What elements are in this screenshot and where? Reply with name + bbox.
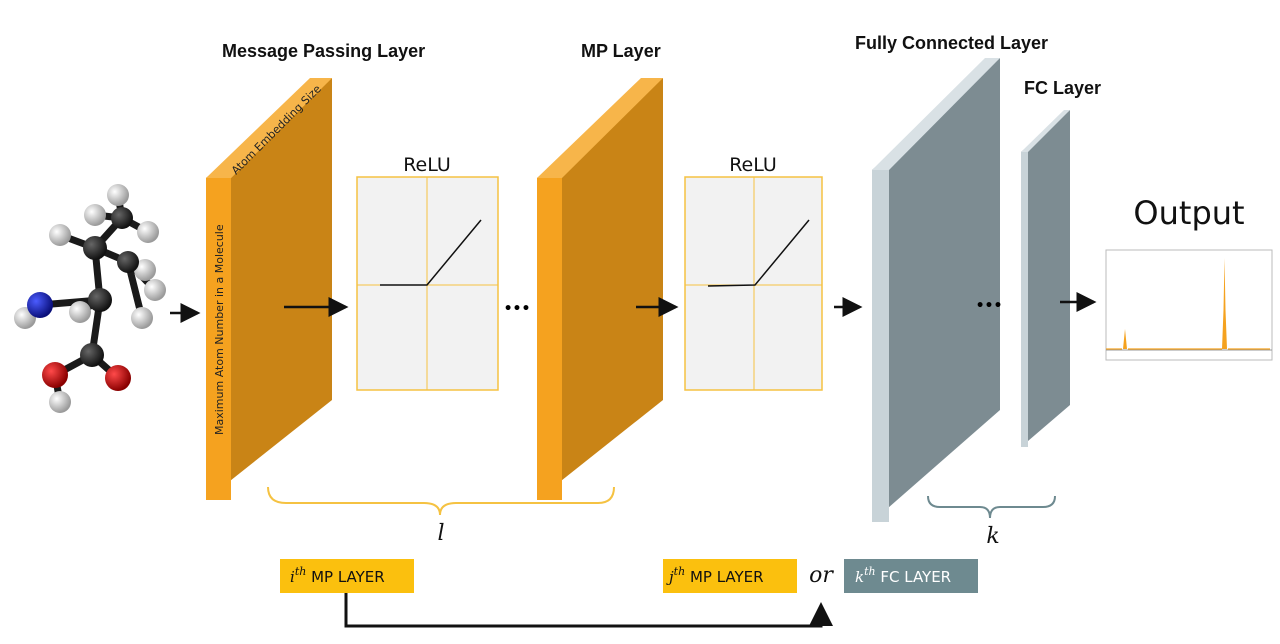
ith-mp-layer-box: ith MP LAYER: [280, 559, 414, 593]
fully-connected-layer-label: Fully Connected Layer: [855, 33, 1048, 53]
fc-layer-2-label: FC Layer: [1024, 78, 1101, 98]
relu-2-box: [684, 176, 823, 391]
or-label: or: [809, 563, 834, 588]
molecule-illustration: [14, 184, 166, 413]
svg-text:jth MP LAYER: jth MP LAYER: [666, 565, 764, 586]
mp-layer-1-block: [206, 78, 332, 500]
ellipsis-mp: •••: [504, 301, 531, 317]
message-passing-layer-label: Message Passing Layer: [222, 41, 425, 61]
brace-mp-layers: [267, 486, 615, 516]
ellipsis-fc: •••: [976, 298, 1003, 314]
jth-mp-layer-box: jth MP LAYER: [663, 559, 797, 593]
output-label: Output: [1133, 194, 1244, 232]
brace-k-label: k: [986, 524, 999, 549]
relu-1-label: ReLU: [403, 154, 451, 176]
kth-fc-layer-box: kth FC LAYER: [844, 559, 978, 593]
max-atom-number-label: Maximum Atom Number in a Molecule: [213, 224, 226, 435]
brace-fc-layers: [927, 495, 1056, 519]
skip-connection-arrow: [344, 593, 833, 628]
output-spectrum: [1105, 249, 1273, 361]
brace-l-label: l: [437, 521, 444, 546]
relu-1-box: [356, 176, 499, 391]
svg-text:kth FC LAYER: kth FC LAYER: [855, 565, 951, 586]
relu-2-label: ReLU: [729, 154, 777, 176]
mp-layer-2-block: [537, 78, 663, 500]
mp-layer-2-label: MP Layer: [581, 41, 661, 61]
svg-text:ith MP LAYER: ith MP LAYER: [290, 565, 385, 586]
fc-layer-2-block: [1021, 110, 1070, 447]
fc-layer-1-block: [872, 58, 1000, 522]
